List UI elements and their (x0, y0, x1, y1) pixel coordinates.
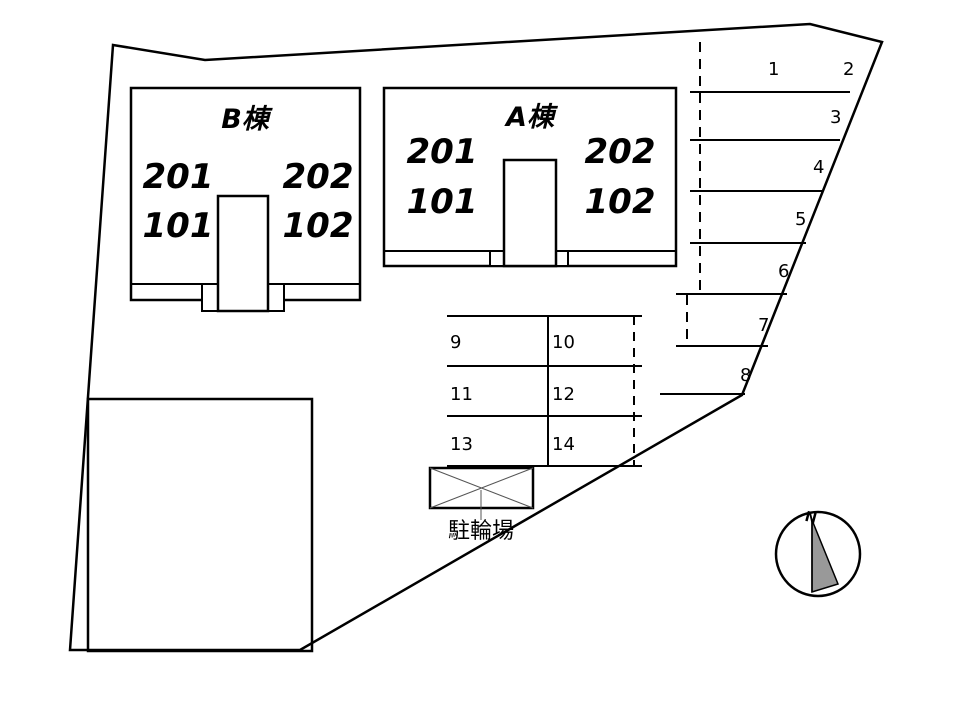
building-a: A棟 201 101 202 102 (382, 86, 678, 268)
building-a-unit: 101 (407, 182, 478, 222)
building-b-unit: 201 (143, 157, 214, 197)
building-a-title: A棟 (504, 102, 559, 133)
parking-right (660, 42, 850, 395)
parking-spot-label: 4 (813, 157, 824, 178)
parking-spot-label: 3 (830, 107, 841, 128)
parking-spot-label: 1 (768, 59, 779, 80)
building-b: B棟 201 101 202 102 (129, 86, 362, 313)
building-b-unit: 101 (143, 206, 214, 246)
parking-spot-label: 6 (778, 261, 789, 282)
parking-center (447, 315, 642, 467)
parking-spot-label: 8 (740, 365, 751, 386)
building-b-title: B棟 (221, 104, 274, 135)
compass-north-label: N (803, 509, 818, 527)
site-boundary (68, 22, 884, 652)
building-a-unit: 201 (407, 132, 478, 172)
building-b-unit: 202 (283, 157, 354, 197)
neighbor-block (86, 397, 314, 653)
parking-spot-label: 5 (795, 209, 806, 230)
parking-spot-label: 14 (552, 434, 575, 455)
parking-spot-label: 9 (450, 332, 461, 353)
compass-icon: N (774, 509, 862, 598)
building-a-unit: 202 (585, 132, 656, 172)
bicycle-parking: 駐輪場 (428, 466, 535, 544)
building-a-unit: 102 (585, 182, 656, 222)
parking-spot-label: 10 (552, 332, 575, 353)
bicycle-parking-label: 駐輪場 (448, 519, 514, 544)
parking-spot-label: 11 (450, 384, 473, 405)
parking-center-labels: 9 10 11 12 13 14 (450, 332, 575, 455)
building-b-unit: 102 (283, 206, 354, 246)
parking-spot-label: 13 (450, 434, 473, 455)
parking-right-labels: 1 2 3 4 5 6 7 8 (740, 59, 854, 386)
parking-spot-label: 12 (552, 384, 575, 405)
parking-spot-label: 7 (758, 315, 769, 336)
parking-spot-label: 2 (843, 59, 854, 80)
